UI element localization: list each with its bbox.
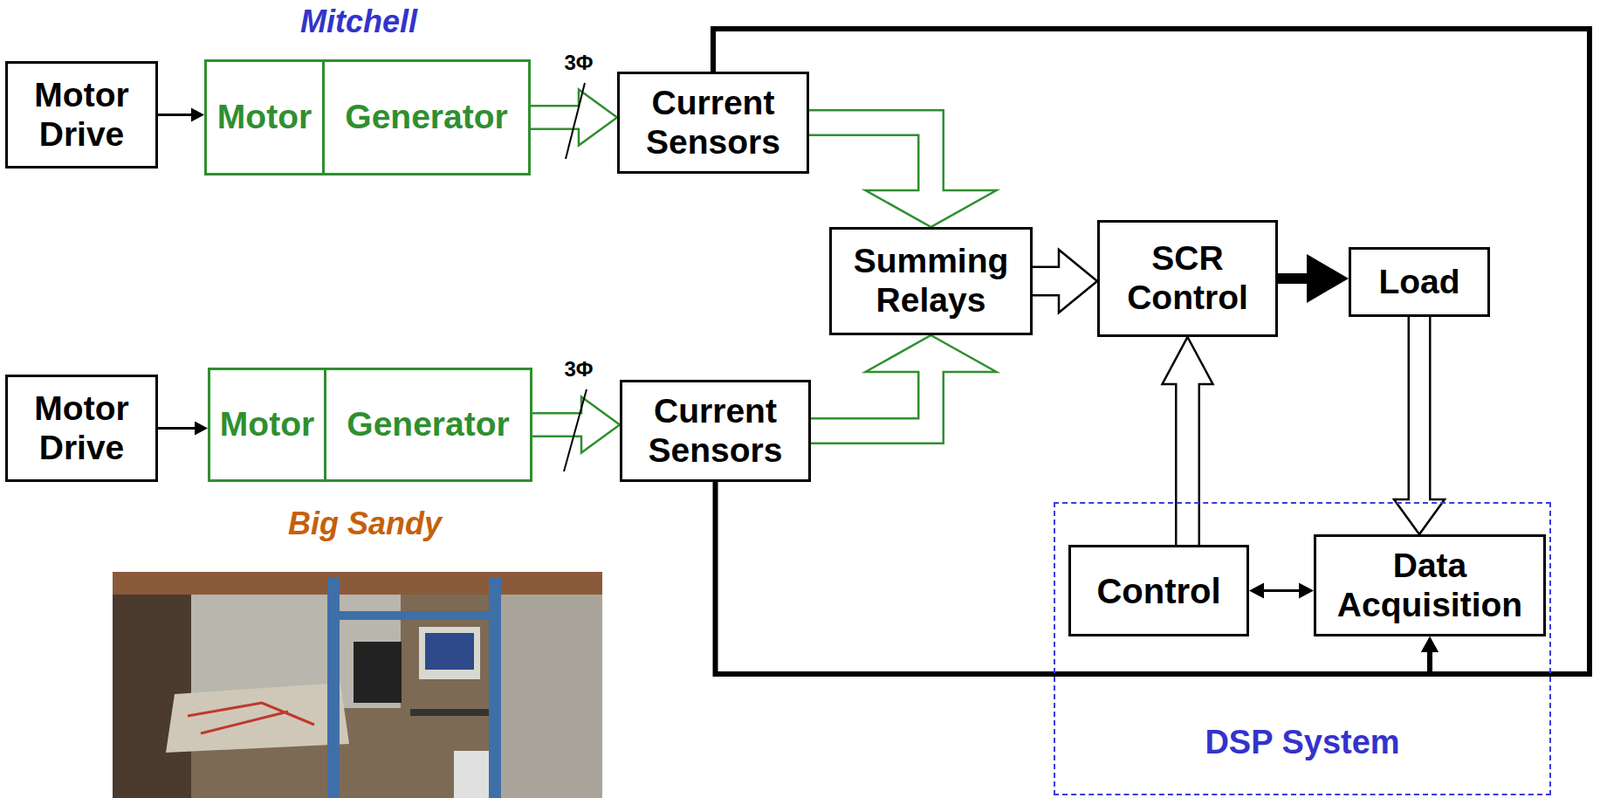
arrow-head xyxy=(578,89,618,146)
phase-label: 3Φ xyxy=(563,357,593,382)
signal-arrow xyxy=(1162,336,1214,545)
motor-box: Motor xyxy=(204,59,325,176)
arrow-shaft xyxy=(1277,273,1307,284)
power-arrow xyxy=(1277,254,1349,303)
arrow-head xyxy=(581,397,620,454)
arrow-head xyxy=(865,190,997,227)
photo-shelf xyxy=(410,708,489,716)
box-text: Current Sensors xyxy=(619,83,807,163)
photo-rack xyxy=(327,577,340,798)
label-text: Mitchell xyxy=(300,3,418,40)
arrow-head xyxy=(1249,583,1264,599)
motor-box: Motor xyxy=(207,367,327,482)
photo-screen xyxy=(425,632,474,670)
arrow-head xyxy=(865,335,997,372)
photo-beam xyxy=(112,571,603,595)
signal-arrow xyxy=(1032,249,1098,313)
box-text: Control xyxy=(1096,570,1221,612)
phase-slash xyxy=(563,389,587,472)
link-arrow xyxy=(1249,583,1314,599)
arrow-head xyxy=(1306,254,1349,303)
phase-arrow xyxy=(530,89,618,146)
control-box: Control xyxy=(1068,544,1250,637)
relay-box: Summing Relays xyxy=(829,226,1033,336)
arrow-shaft xyxy=(1263,589,1299,592)
arrow-head xyxy=(1421,636,1439,653)
arrow-fill xyxy=(810,368,932,432)
phase-slash xyxy=(565,82,585,159)
signal-arrow xyxy=(810,335,997,432)
photo-rack xyxy=(327,611,502,620)
label-text: Big Sandy xyxy=(288,505,442,542)
arrow-head xyxy=(1393,499,1445,535)
arrow-head xyxy=(1421,636,1439,653)
box-text: Current Sensors xyxy=(622,391,809,471)
box-text: Motor xyxy=(219,405,315,445)
sensor-box: Current Sensors xyxy=(619,379,811,482)
signal-arrow xyxy=(809,123,997,228)
photo-tower xyxy=(453,750,489,798)
box-text: Data Acquisition xyxy=(1316,546,1544,625)
arrow-fill xyxy=(809,123,932,195)
box-text: Motor Drive xyxy=(7,75,156,155)
arrow-shaft xyxy=(157,426,195,430)
arrow-fill xyxy=(1032,267,1063,295)
acquisition-box: Data Acquisition xyxy=(1313,534,1546,637)
box-text: DSP System xyxy=(1204,723,1400,763)
box-text: Motor Drive xyxy=(7,389,156,468)
phase-label: 3Φ xyxy=(563,50,593,76)
box-text: SCR Control xyxy=(1099,239,1276,318)
arrow-head xyxy=(1298,583,1314,599)
arrow-head xyxy=(1162,336,1214,385)
box-text: Generator xyxy=(346,405,509,445)
photo-wires xyxy=(187,702,315,734)
photo-bench xyxy=(165,682,350,753)
machine-name: Big Sandy xyxy=(288,505,442,543)
photo-ground xyxy=(112,571,603,798)
label-text: 3Φ xyxy=(563,50,593,75)
drive-arrow xyxy=(157,108,205,123)
generator-box: Generator xyxy=(323,367,533,482)
arrow-head xyxy=(191,108,205,123)
load-box: Load xyxy=(1348,247,1491,317)
box-text: Generator xyxy=(344,97,508,138)
photo-monitor xyxy=(418,626,481,680)
photo-wall xyxy=(488,594,603,798)
drive-box: Motor Drive xyxy=(5,61,158,169)
label-text: 3Φ xyxy=(563,357,593,381)
sensor-box: Current Sensors xyxy=(617,71,810,174)
feedback-wire xyxy=(713,28,1590,674)
arrow-shaft xyxy=(157,113,192,117)
machine-name: Mitchell xyxy=(300,3,418,41)
box-text: Motor xyxy=(217,97,312,138)
dsp-region: DSP System Control Data Acquisition xyxy=(1053,501,1552,796)
arrow-head xyxy=(1058,249,1098,313)
drive-arrow xyxy=(157,421,208,436)
arrow-head xyxy=(194,421,208,436)
box-text: Load xyxy=(1378,262,1460,303)
generator-box: Generator xyxy=(322,59,531,176)
photo-rack xyxy=(488,577,502,798)
arrow-fill xyxy=(1409,316,1429,503)
arrow-shaft xyxy=(713,28,1590,674)
arrow-fill xyxy=(1177,380,1199,545)
box-text: Summing Relays xyxy=(831,241,1031,321)
drive-box: Motor Drive xyxy=(5,374,158,482)
photo-chassis xyxy=(353,641,402,703)
scr-box: SCR Control xyxy=(1097,219,1278,337)
